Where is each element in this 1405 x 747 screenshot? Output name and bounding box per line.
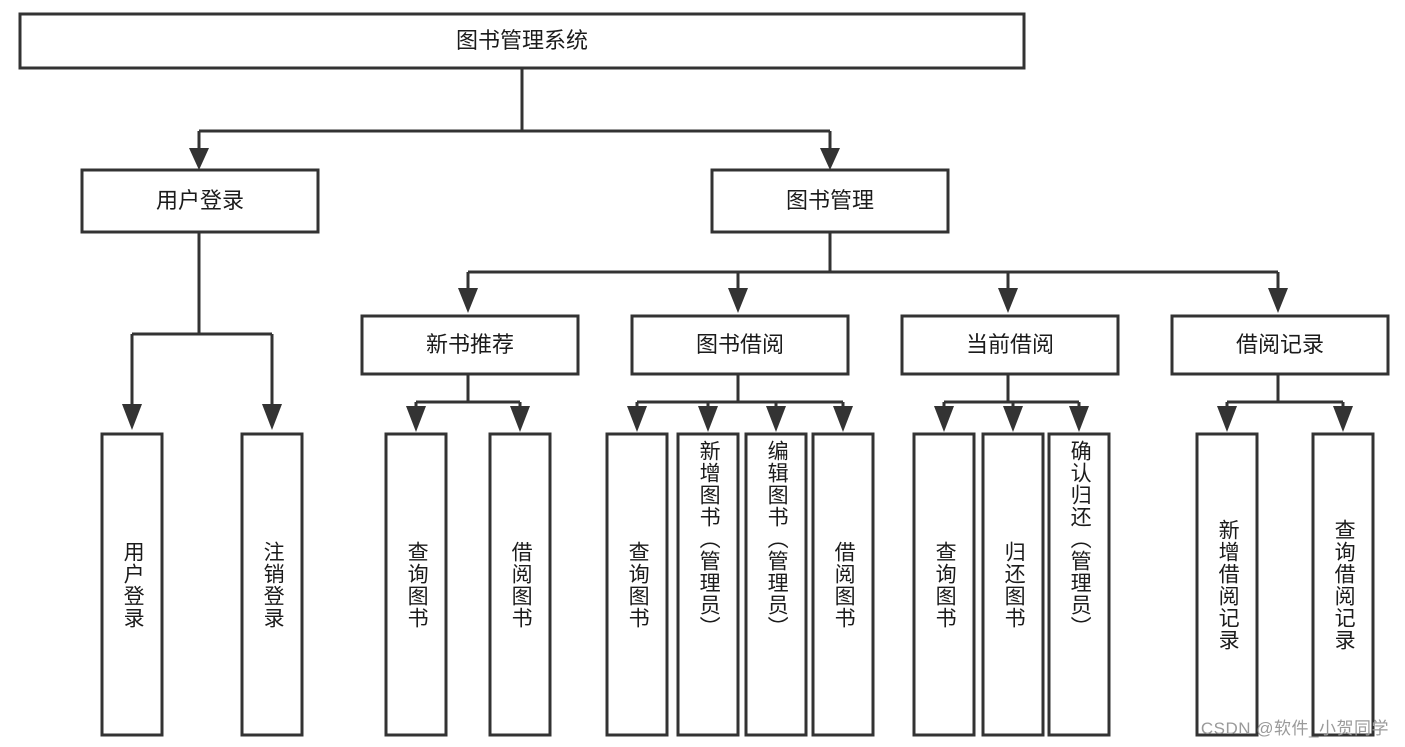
node-box-borrow-record[interactable]	[1170, 314, 1390, 376]
arrow-head-user-login	[189, 148, 209, 170]
arrow-head-leaf-borrow-book-1	[510, 406, 530, 432]
node-box-user-login[interactable]	[80, 168, 320, 234]
arrow-head-leaf-add-borrow-record	[1217, 406, 1237, 432]
node-label-book-borrow: 图书借阅	[696, 332, 784, 357]
node-label-borrow-record: 借阅记录	[1236, 332, 1324, 357]
arrow-head-new-book-recommend	[458, 288, 478, 313]
leaf-box-logout-login[interactable]	[240, 432, 304, 737]
arrow-head-leaf-add-book-admin	[698, 406, 718, 432]
leaf-box-borrow-book-1[interactable]	[488, 432, 552, 737]
arrow-head-leaf-edit-book-admin	[766, 406, 786, 432]
node-box-new-book-recommend[interactable]	[360, 314, 580, 376]
node-box-current-borrow[interactable]	[900, 314, 1120, 376]
leaf-box-return-book[interactable]	[981, 432, 1045, 737]
arrow-head-leaf-query-book-3	[934, 406, 954, 432]
arrow-head-leaf-logout-login	[262, 404, 282, 430]
leaf-box-borrow-book-2[interactable]	[811, 432, 875, 737]
arrow-head-book-borrow	[728, 288, 748, 313]
leaf-box-query-book-1[interactable]	[384, 432, 448, 737]
arrow-head-leaf-query-book-1	[406, 406, 426, 432]
leaf-box-user-login[interactable]	[100, 432, 164, 737]
node-label-new-book-recommend: 新书推荐	[426, 332, 514, 357]
node-box-book-management[interactable]	[710, 168, 950, 234]
arrow-head-leaf-return-book	[1003, 406, 1023, 432]
node-label-user-login: 用户登录	[156, 188, 244, 213]
leaf-box-add-borrow-record[interactable]	[1195, 432, 1259, 737]
leaf-box-add-book-admin[interactable]	[676, 432, 740, 737]
arrow-head-leaf-borrow-book-2	[833, 406, 853, 432]
arrow-head-leaf-query-borrow-record	[1333, 406, 1353, 432]
arrow-head-borrow-record	[1268, 288, 1288, 313]
leaf-box-edit-book-admin[interactable]	[744, 432, 808, 737]
node-box-book-borrow[interactable]	[630, 314, 850, 376]
node-label-current-borrow: 当前借阅	[966, 332, 1054, 357]
arrow-head-leaf-query-book-2	[627, 406, 647, 432]
arrow-head-leaf-user-login	[122, 404, 142, 430]
node-label-root: 图书管理系统	[456, 28, 588, 53]
arrow-head-current-borrow	[998, 288, 1018, 313]
arrow-head-leaf-confirm-return-admin	[1069, 406, 1089, 432]
watermark-text: CSDN @软件_小贺同学	[1200, 719, 1389, 738]
node-box-root[interactable]	[18, 12, 1026, 70]
arrow-head-book-management	[820, 148, 840, 170]
leaf-box-query-book-3[interactable]	[912, 432, 976, 737]
leaf-box-query-borrow-record[interactable]	[1311, 432, 1375, 737]
node-label-book-management: 图书管理	[786, 188, 874, 213]
leaf-box-confirm-return-admin[interactable]	[1047, 432, 1111, 737]
leaf-box-query-book-2[interactable]	[605, 432, 669, 737]
